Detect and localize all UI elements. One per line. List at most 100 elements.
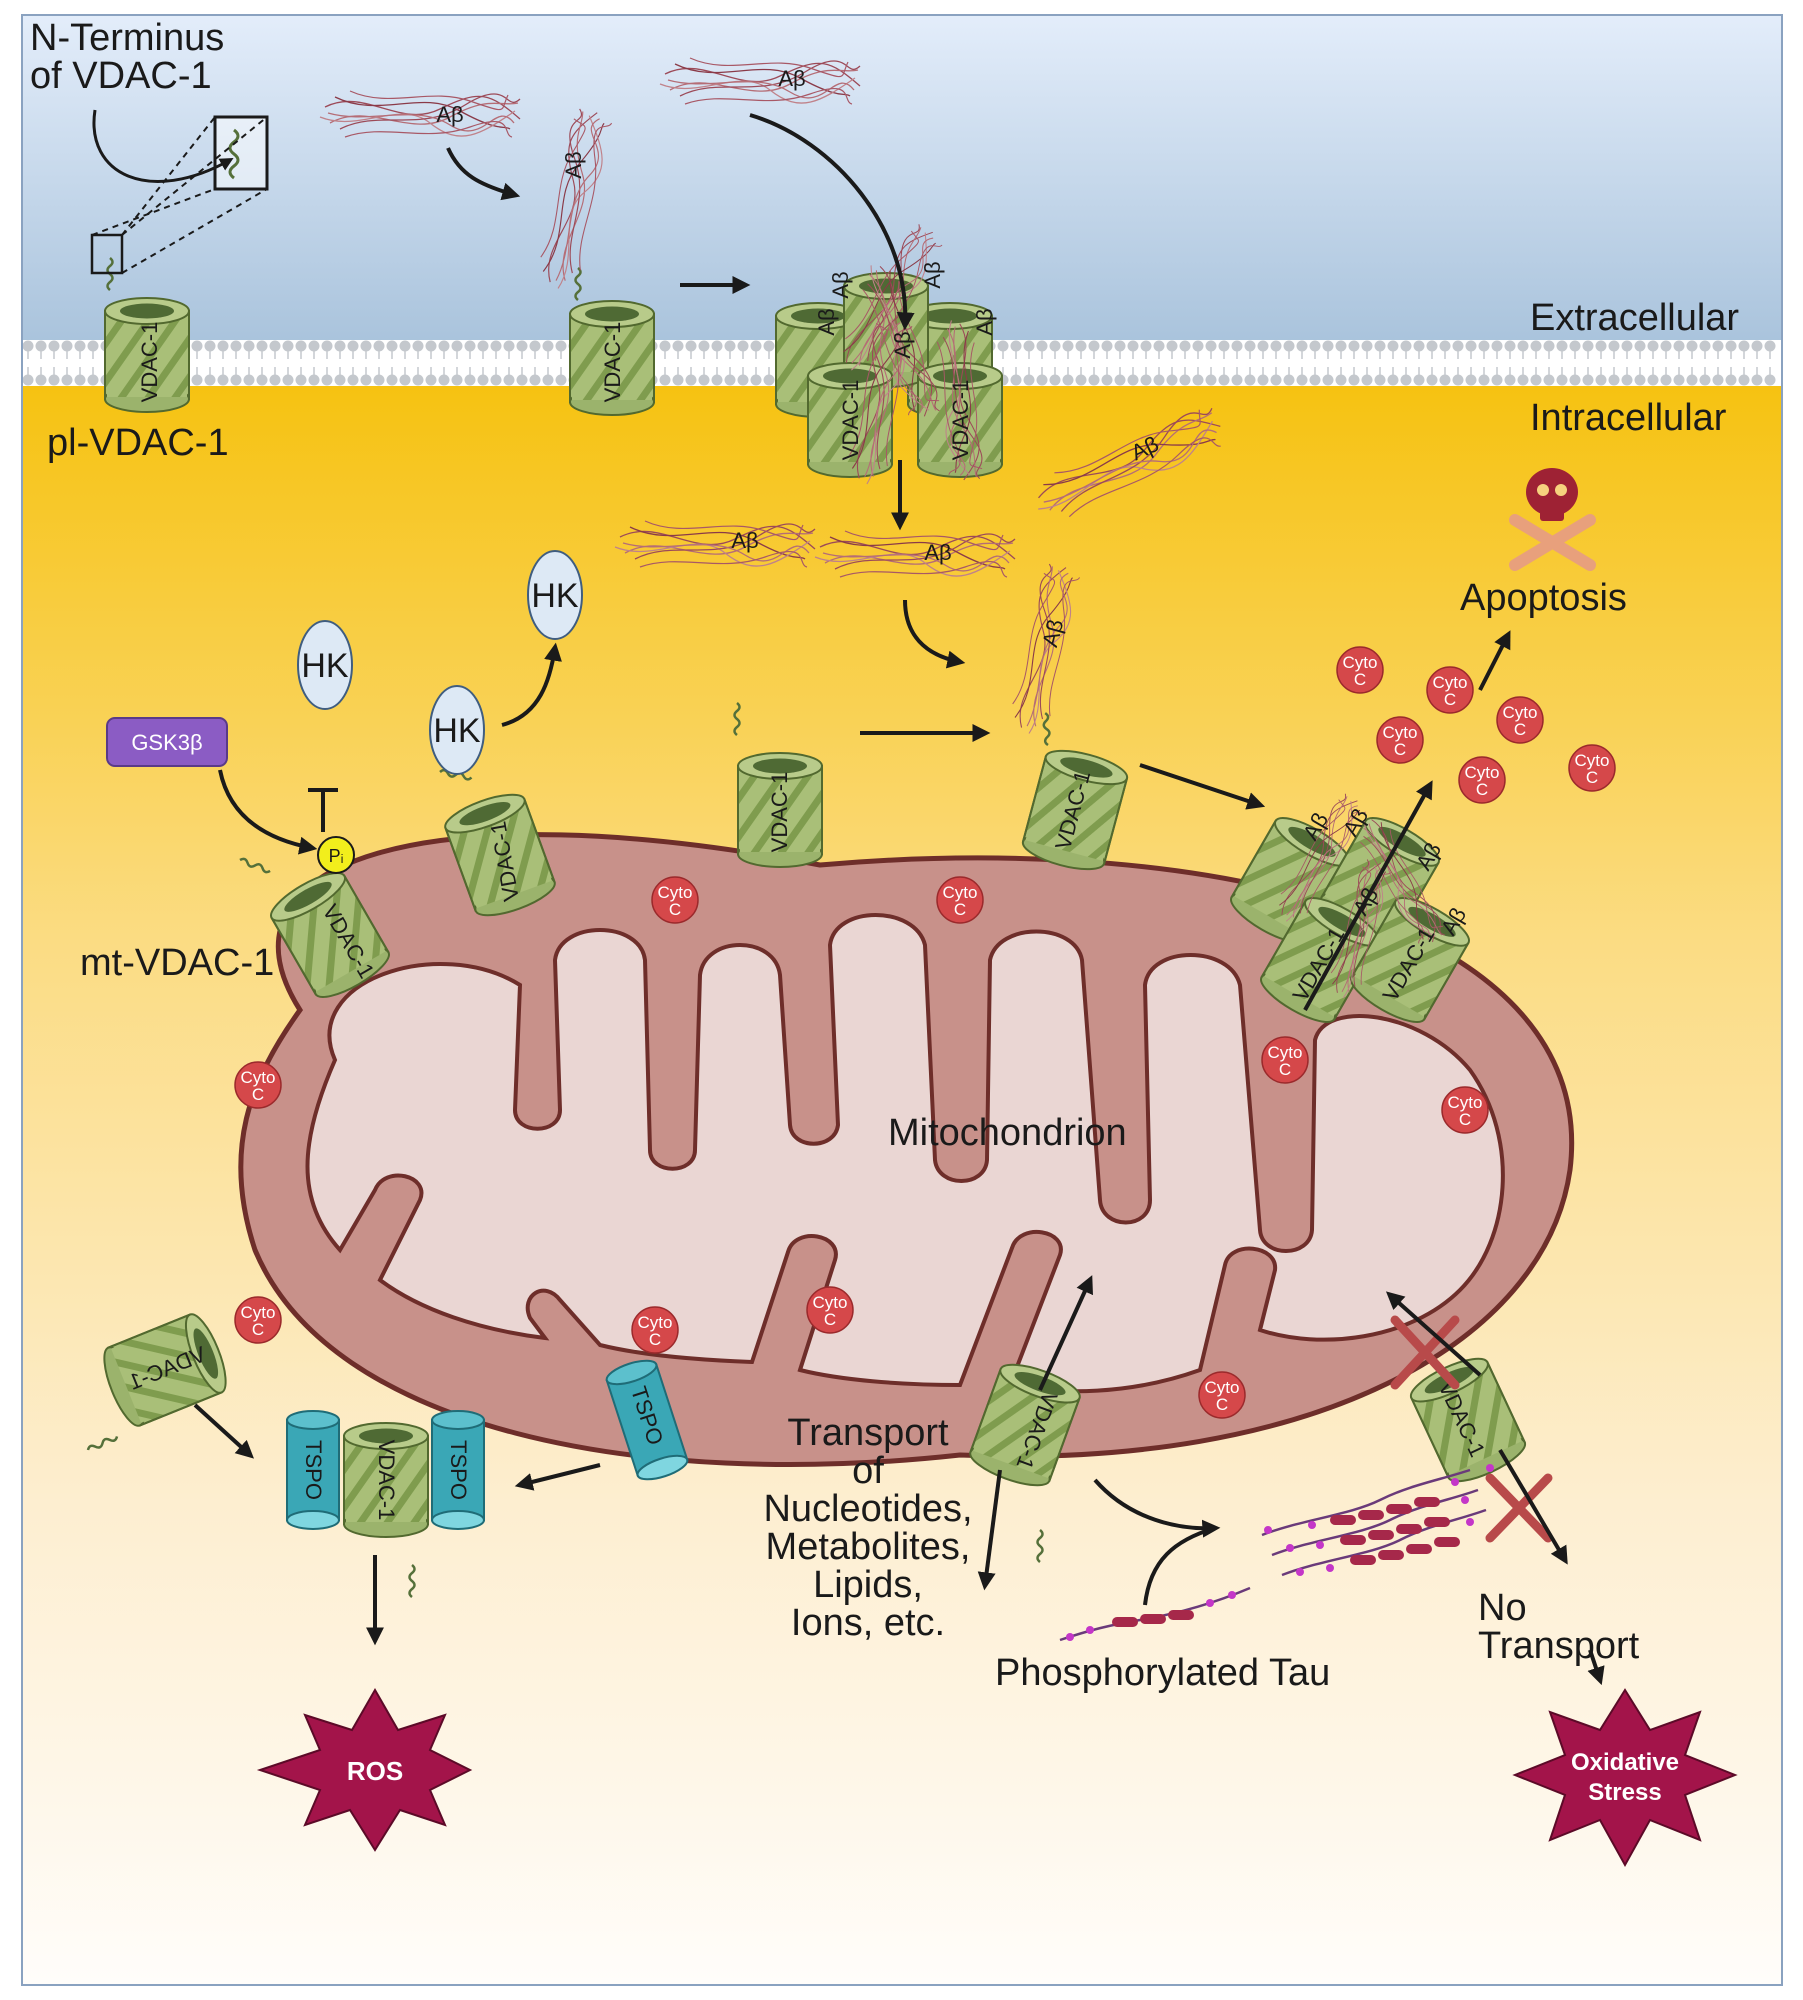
oligomer-abeta-1: Aβ [828,271,853,298]
svg-text:HK: HK [301,647,349,685]
svg-text:C: C [1444,690,1456,709]
gsk3b-kinase: GSK3β [106,717,228,767]
tspo-label-left: TSPO [301,1440,326,1500]
svg-text:Cyto: Cyto [1575,751,1610,770]
oligomer-abeta-2: Aβ [814,308,839,335]
intracellular-label: Intracellular [1530,397,1727,439]
oligomer-vdac-label-2: VDAC-1 [948,380,973,461]
pathway-arrows [193,113,1605,1686]
hk-bound: HK [429,685,485,775]
svg-text:C: C [1394,740,1406,759]
svg-text:Ions, etc.: Ions, etc. [791,1602,945,1644]
svg-text:Cyto: Cyto [658,883,693,902]
extracellular-label: Extracellular [1530,297,1739,339]
inhibit-x-lower [1485,1473,1553,1543]
svg-text:HK: HK [531,577,579,615]
svg-text:Nucleotides,: Nucleotides, [763,1488,972,1530]
svg-text:C: C [1279,1060,1291,1079]
svg-text:C: C [669,900,681,919]
svg-text:Cyto: Cyto [1383,723,1418,742]
abeta-fibril-1: Aβ [319,90,521,138]
svg-text:Cyto: Cyto [1503,703,1538,722]
svg-text:Cyto: Cyto [1433,673,1468,692]
svg-text:Cyto: Cyto [1343,653,1378,672]
svg-text:C: C [1354,670,1366,689]
inhibit-x-upper [1390,1315,1460,1390]
mitochondrion-label: Mitochondrion [888,1112,1127,1154]
skull-crossbones-icon [1509,468,1596,571]
phosphorylated-tau-monomer [1059,1586,1251,1642]
svg-text:C: C [1586,768,1598,787]
mt-vdac-transport: VDAC-1 [965,1356,1085,1564]
svg-text:Cyto: Cyto [943,883,978,902]
svg-text:of: of [852,1450,884,1492]
svg-text:C: C [824,1310,836,1329]
svg-text:Transport: Transport [787,1412,949,1454]
mt-vdac-left-bottom: VDAC-1 [85,1308,235,1454]
svg-text:Oxidative: Oxidative [1571,1749,1679,1776]
oligomer-vdac-label-1: VDAC-1 [838,380,863,461]
mt-vdac-free: VDAC-1 [733,701,823,868]
n-terminus-label-1: N-Terminus [30,17,224,59]
mitochondrion [238,832,1575,1468]
svg-text:Aβ: Aβ [436,102,463,127]
svg-text:C: C [252,1085,264,1104]
svg-text:Cyto: Cyto [1268,1043,1303,1062]
svg-text:Cyto: Cyto [1448,1093,1483,1112]
vdac-oligomer-membrane: VDAC-1 VDAC-1 Aβ Aβ Aβ Aβ Aβ [775,220,1003,488]
svg-text:C: C [1216,1395,1228,1414]
no-transport-label-1: No [1478,1587,1527,1629]
oligomer-abeta-3: Aβ [920,261,945,288]
tspo-label-right: TSPO [446,1440,471,1500]
svg-text:C: C [1459,1110,1471,1129]
svg-text:C: C [954,900,966,919]
svg-text:Stress: Stress [1588,1779,1661,1806]
plasma-membrane [22,340,1782,386]
phosphate-group: Pᵢ [317,836,355,874]
tspo-free: TSPO [603,1354,691,1486]
pl-vdac-channel: VDAC-1 [104,256,190,413]
pl-vdac-channel-label: VDAC-1 [137,322,162,403]
oligomer-abeta-4: Aβ [972,308,997,335]
mt-vdac-abeta-bound: VDAC-1 Aβ [1006,562,1132,877]
svg-text:HK: HK [433,712,481,750]
phosphorylated-tau-label: Phosphorylated Tau [995,1652,1330,1694]
mt-vdac-tau-blocked: VDAC-1 [1404,1349,1532,1491]
svg-text:Cyto: Cyto [1205,1378,1240,1397]
svg-text:Cyto: Cyto [241,1303,276,1322]
svg-text:Cyto: Cyto [241,1068,276,1087]
abeta-bound-vdac: VDAC-1 Aβ [534,106,655,416]
svg-text:Cyto: Cyto [1465,763,1500,782]
svg-text:ROS: ROS [347,1756,403,1786]
svg-text:C: C [649,1330,661,1349]
svg-text:C: C [1514,720,1526,739]
abeta-fibril-2: Aβ [659,57,861,105]
svg-text:C: C [1476,780,1488,799]
transport-label: Transport of Nucleotides, Metabolites, L… [763,1412,972,1644]
n-terminus-label-2: of VDAC-1 [30,55,212,97]
abeta-bound-vdac-label: VDAC-1 [600,322,625,403]
svg-text:Cyto: Cyto [638,1313,673,1332]
mt-vdac-label: mt-VDAC-1 [80,942,274,984]
pl-vdac-label: pl-VDAC-1 [47,422,229,464]
phosphorylated-tau-aggregate [1261,1464,1494,1577]
svg-text:Cyto: Cyto [813,1293,848,1312]
svg-text:Lipids,: Lipids, [813,1564,923,1606]
svg-text:Aβ: Aβ [731,528,758,553]
abeta-fibril-3: Aβ [614,520,816,568]
zoom-box [90,109,269,275]
oxidative-stress-burst: Oxidative Stress [1512,1688,1738,1868]
tspo-vdac-complex: TSPO VDAC-1 TSPO [286,1410,485,1599]
